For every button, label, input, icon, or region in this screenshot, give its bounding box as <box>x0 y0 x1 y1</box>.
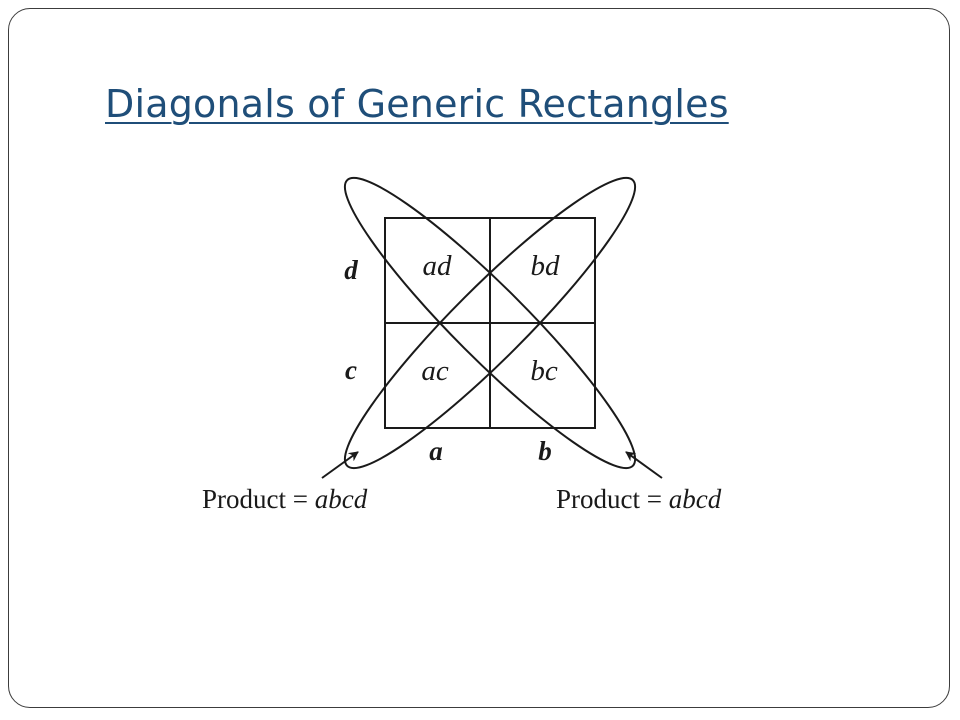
cell-ad: ad <box>423 250 453 282</box>
product-label-left: Product = abcd <box>202 484 368 514</box>
product-label-right: Product = abcd <box>556 484 722 514</box>
arrow-right-product <box>625 451 663 479</box>
cell-bc: bc <box>530 355 558 387</box>
product-right-value: abcd <box>669 484 722 514</box>
slide-frame <box>8 8 950 708</box>
slide-title: Diagonals of Generic Rectangles <box>105 82 729 126</box>
side-label-a: a <box>429 436 443 466</box>
arrow-left-product <box>321 451 359 479</box>
product-right-prefix: Product = <box>556 484 669 514</box>
side-label-c: c <box>345 355 357 385</box>
side-label-b: b <box>538 436 552 466</box>
cell-bd: bd <box>531 250 561 282</box>
side-label-d: d <box>344 255 358 285</box>
diagonal-loop-bd-ac <box>343 176 637 470</box>
product-left-value: abcd <box>315 484 368 514</box>
diagonal-loop-ad-bc <box>343 176 637 470</box>
product-left-prefix: Product = <box>202 484 315 514</box>
cell-ac: ac <box>421 355 449 387</box>
